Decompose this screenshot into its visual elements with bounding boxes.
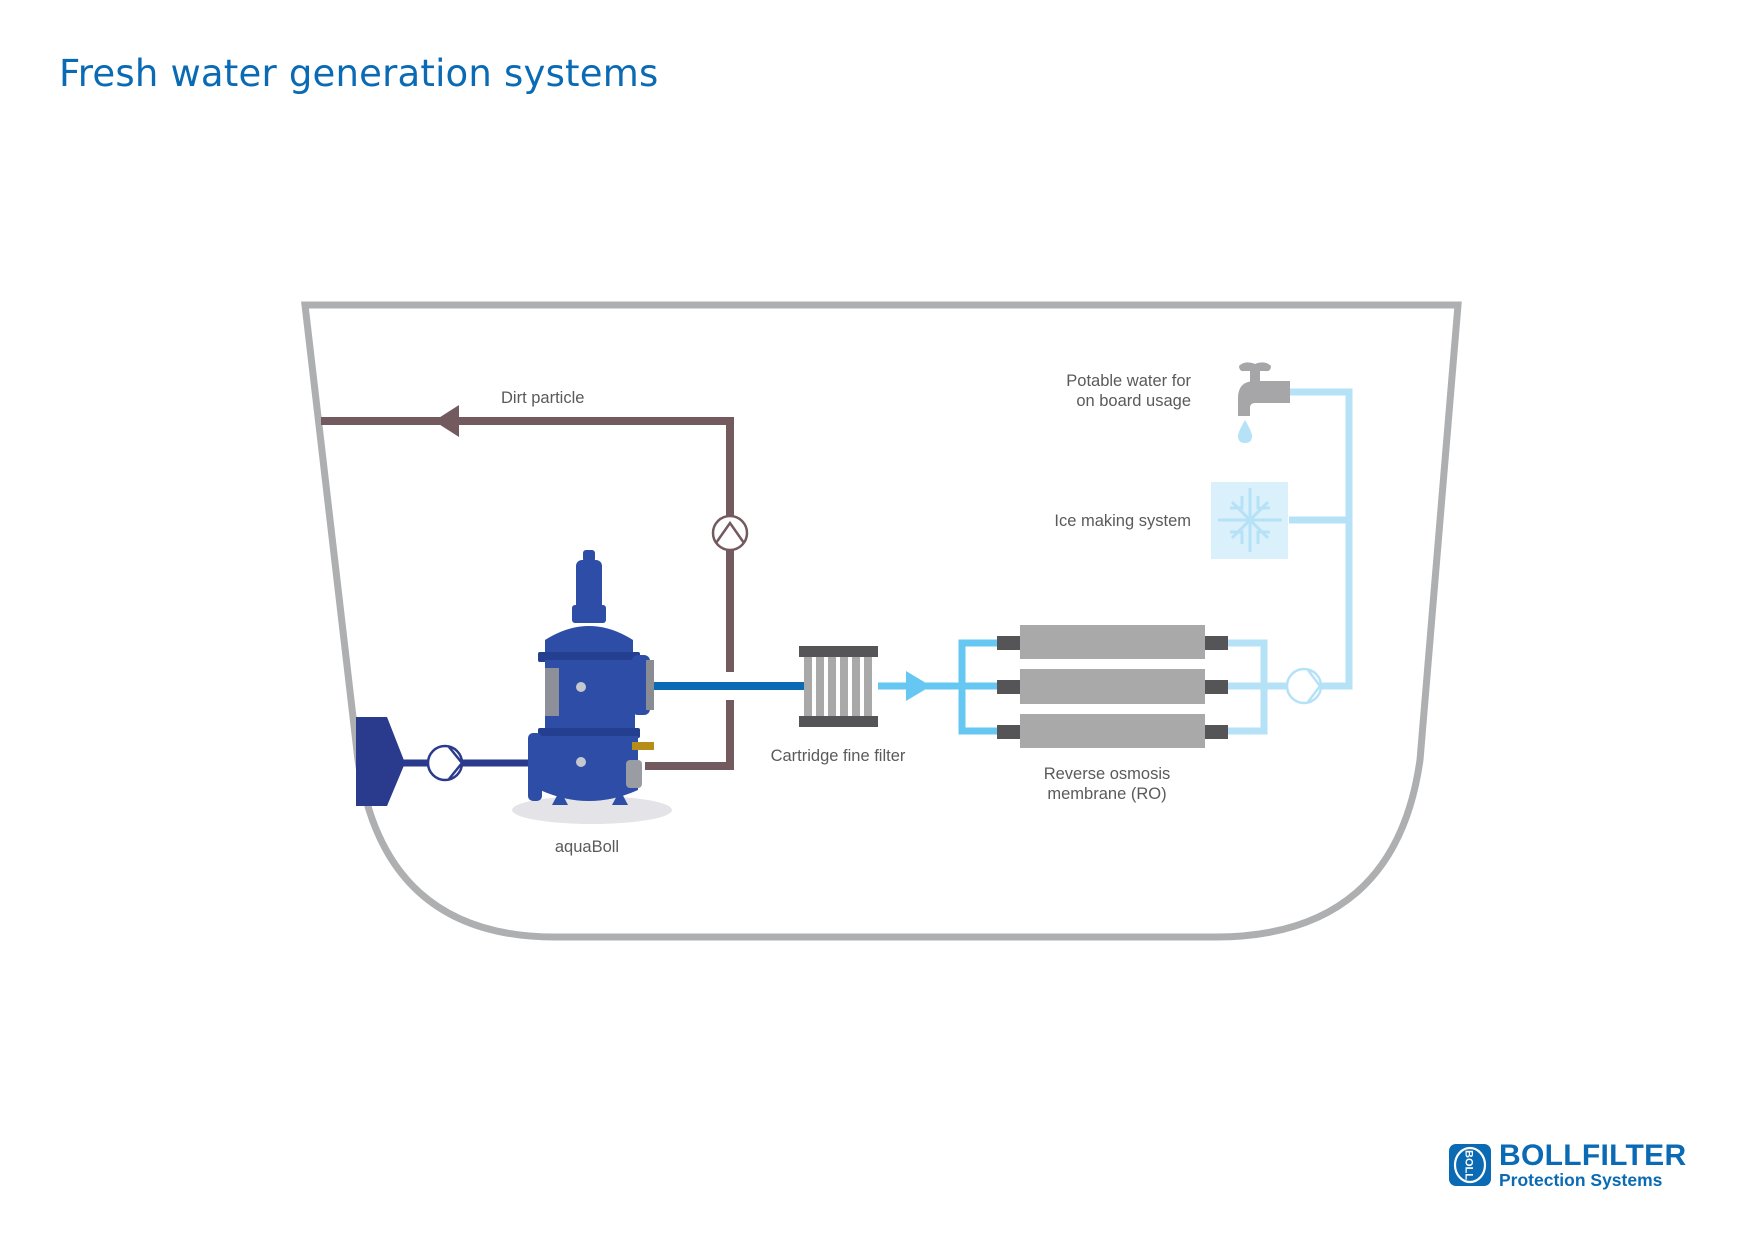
boll-badge-icon: BOLL [1449,1144,1491,1186]
snowflake-icon [1218,488,1282,552]
cartridge-fine-filter [799,646,878,727]
ro-label-line2: membrane (RO) [1047,785,1166,803]
water-drop-icon [1238,420,1252,443]
dirt-pump-icon [711,514,749,552]
fresh-water-line [1228,388,1353,735]
cartridge-filter-label: Cartridge fine filter [771,747,906,765]
aquaboll-label: aquaBoll [555,838,619,856]
aquaboll-filter [512,550,672,824]
logo-tagline: Protection Systems [1499,1169,1663,1190]
potable-water-label-line1: Potable water for [1066,372,1191,390]
flow-arrow-right-icon [906,671,931,701]
ice-making-label: Ice making system [1054,512,1191,530]
ice-making-unit [1211,482,1288,559]
ro-membrane [997,714,1228,748]
sea-chest-icon [356,717,405,806]
flow-arrow-left-icon [434,405,459,437]
logo-brand-name: BOLLFILTER [1499,1138,1687,1172]
seawater-pump-icon [426,744,464,782]
ship-hull-outline [301,301,1462,941]
water-tap-icon [1238,362,1290,443]
ro-membrane [997,669,1228,704]
potable-water-label-line2: on board usage [1076,392,1191,410]
fresh-water-pump-icon [1285,667,1323,705]
page-title: Fresh water generation systems [59,52,659,95]
dirt-particle-label: Dirt particle [501,389,584,407]
reverse-osmosis-membranes [997,625,1228,748]
seawater-intake [356,717,540,806]
bollfilter-logo: BOLL BOLLFILTER Protection Systems [1449,1138,1687,1190]
dirt-particle-line [321,405,749,770]
ro-membrane [997,625,1228,659]
fine-filtered-line [878,639,1000,735]
ro-label-line1: Reverse osmosis [1044,765,1171,783]
boll-badge-text: BOLL [1463,1150,1475,1180]
